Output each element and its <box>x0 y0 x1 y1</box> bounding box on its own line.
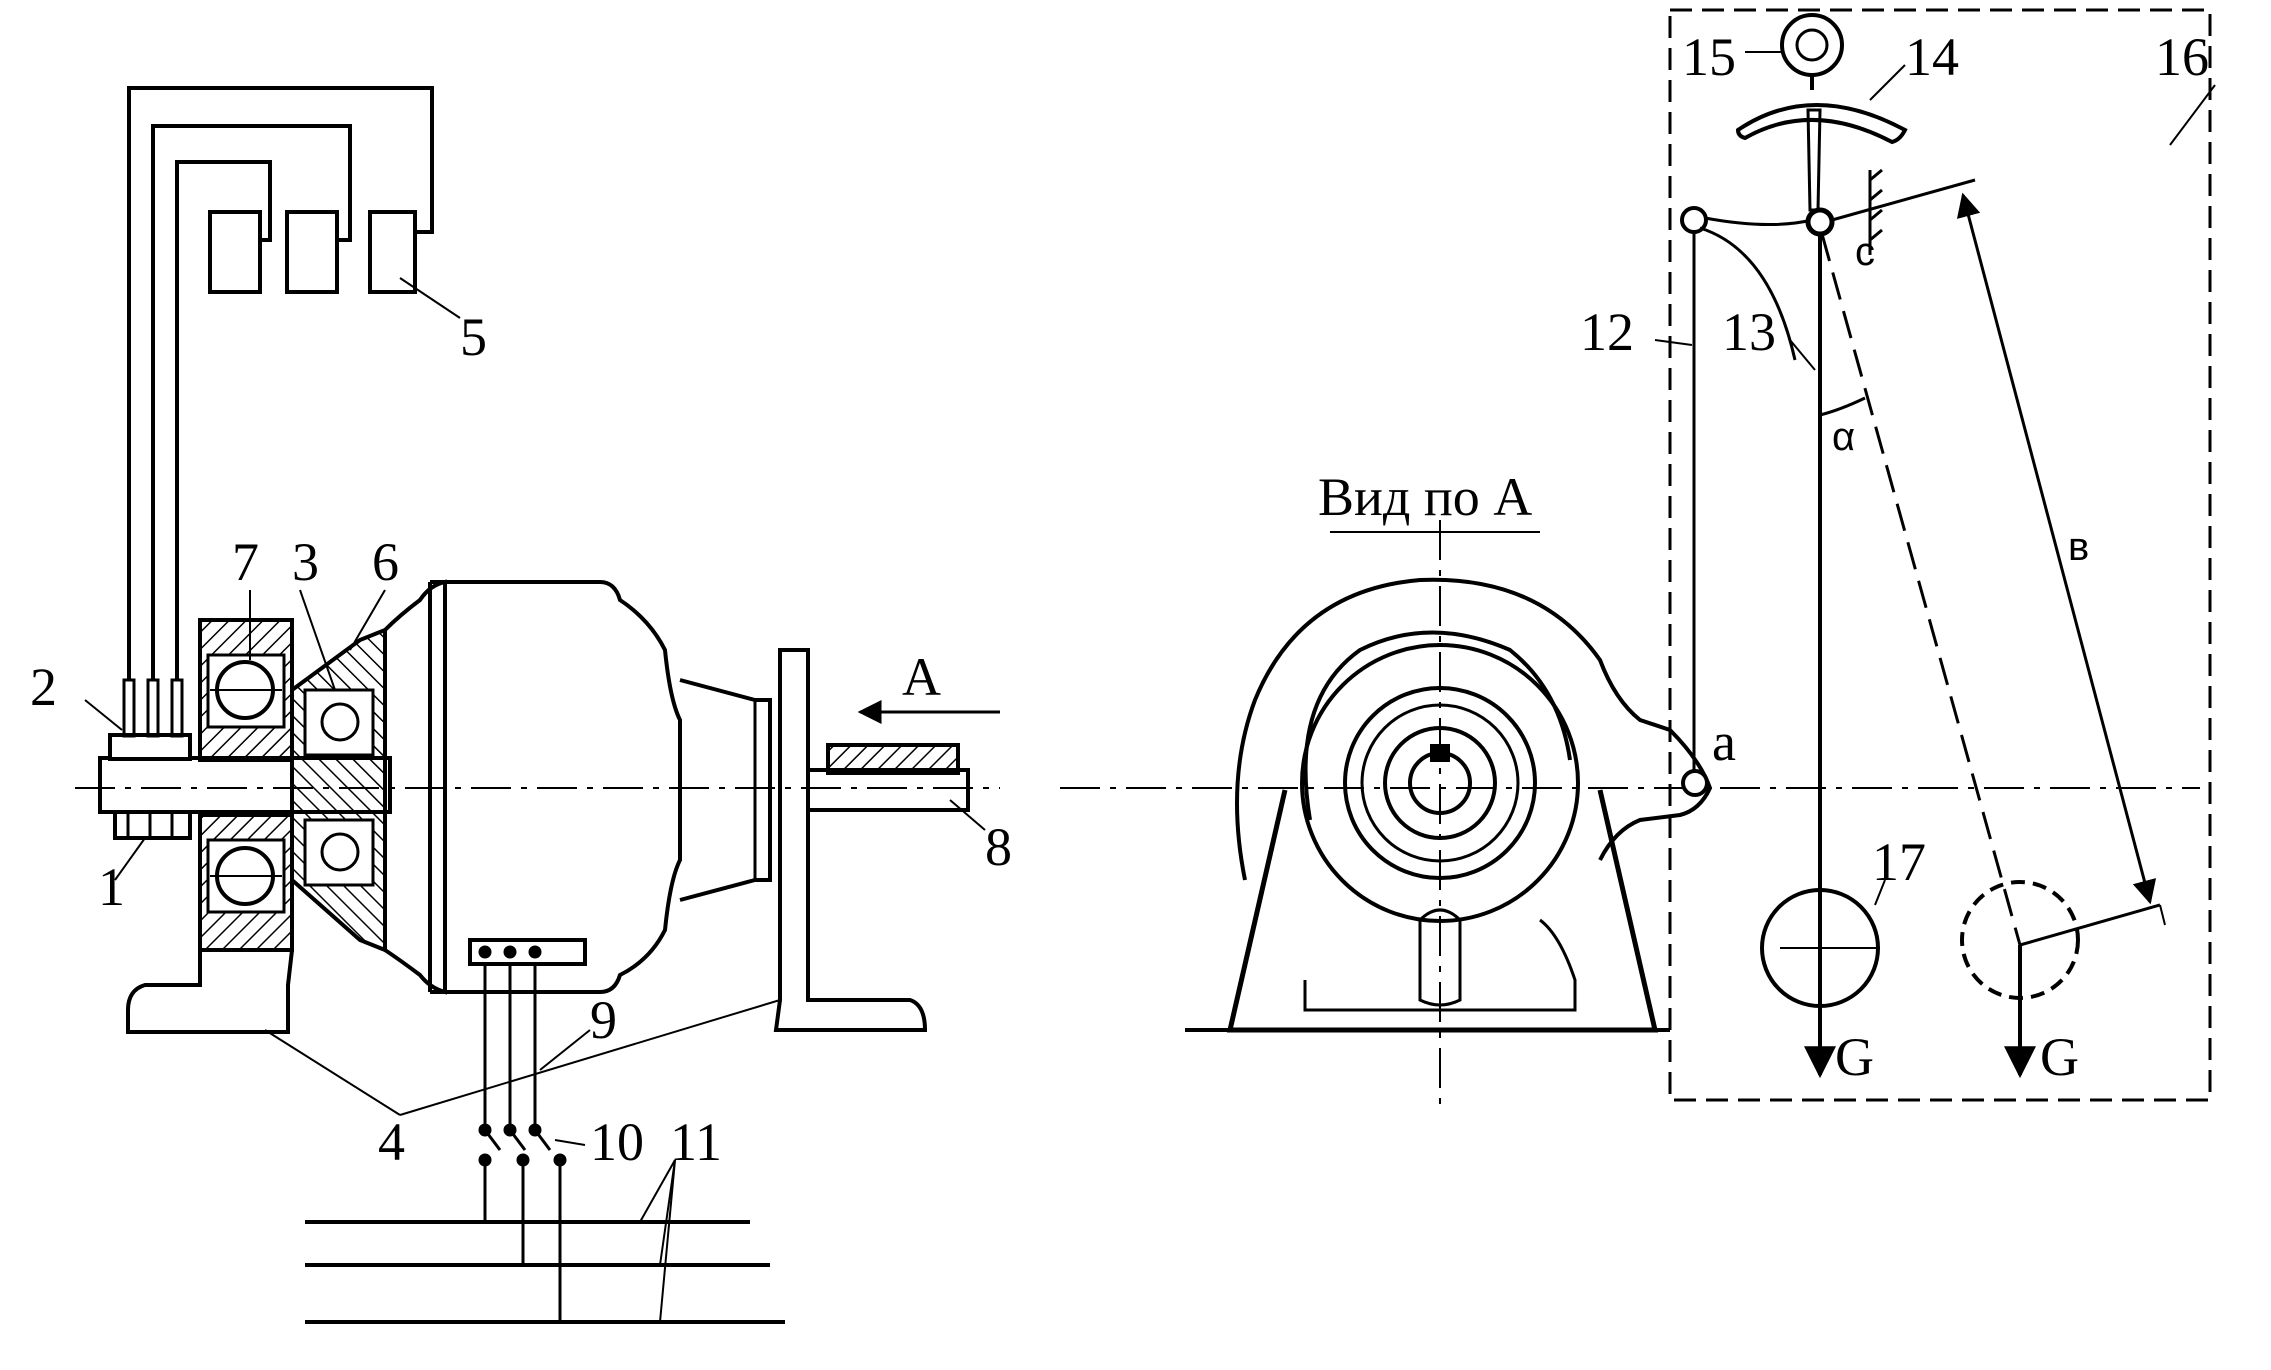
callout-7: 7 <box>232 532 259 592</box>
leader-6 <box>349 589 386 651</box>
callout-5: 5 <box>460 307 487 367</box>
end-view-ring-outer <box>1300 643 1580 923</box>
end-view-ring-mid <box>1343 686 1537 880</box>
force-label-2: G <box>2040 1027 2079 1087</box>
callout-14: 14 <box>1905 27 1959 87</box>
leader-11c <box>659 1159 676 1323</box>
leader-12 <box>1654 339 1693 346</box>
leader-11a <box>639 1159 676 1223</box>
motor-body <box>429 579 682 994</box>
callout-6: 6 <box>372 532 399 592</box>
pedestal-base-right <box>773 648 928 1032</box>
callout-16: 16 <box>2155 27 2209 87</box>
leader-5 <box>399 277 461 319</box>
leader-16 <box>2169 84 2216 146</box>
wire-2 <box>151 124 352 680</box>
scale-arc <box>1735 103 1908 145</box>
angle-label: α <box>1832 415 1855 459</box>
motor-assembly <box>75 86 1000 1324</box>
point-c: c <box>1855 230 1875 274</box>
end-view <box>1060 520 2200 1110</box>
callout-11: 11 <box>670 1112 722 1172</box>
callout-4: 4 <box>378 1112 405 1172</box>
callout-8: 8 <box>985 817 1012 877</box>
scale-stem <box>1806 108 1822 212</box>
leader-17 <box>1874 879 1886 906</box>
brush-1 <box>122 678 136 738</box>
resistor-3 <box>368 210 417 294</box>
leader-4a <box>264 1029 401 1116</box>
view-arrow-label: A <box>902 647 941 707</box>
callout-10: 10 <box>590 1112 644 1172</box>
pivot-c <box>1805 207 1835 237</box>
view-title: Вид по А <box>1318 467 1532 527</box>
resistor-2 <box>285 210 339 294</box>
leader-14 <box>1869 64 1906 101</box>
callout-17: 17 <box>1872 832 1926 892</box>
angle-arc <box>1819 396 1866 417</box>
wire-3 <box>175 160 272 680</box>
callout-2: 2 <box>30 657 57 717</box>
end-view-ring-inner <box>1383 726 1497 840</box>
flange-cone <box>290 627 387 953</box>
wire-1 <box>127 86 434 680</box>
brush-holder <box>113 810 192 840</box>
leader-4b <box>399 999 781 1116</box>
dimension-b <box>1956 192 2157 905</box>
leader-8 <box>949 799 986 831</box>
switch <box>478 1123 586 1322</box>
motor-rear-cone <box>679 678 772 902</box>
brush-2 <box>146 678 160 738</box>
leader-13 <box>1789 339 1816 371</box>
force-label-1: G <box>1835 1027 1874 1087</box>
leader-3 <box>299 589 336 691</box>
callout-1: 1 <box>98 857 125 917</box>
pedestal-base-left <box>126 949 294 1034</box>
rod-12-top-pivot <box>1680 206 1708 234</box>
terminal-box <box>468 938 587 966</box>
dimension-b-label: в <box>2068 525 2089 569</box>
shaft-key <box>826 743 960 775</box>
point-a: a <box>1712 712 1736 772</box>
leader-2 <box>84 699 123 731</box>
callout-9: 9 <box>590 990 617 1050</box>
output-shaft <box>806 768 970 812</box>
callout-13: 13 <box>1722 302 1776 362</box>
callout-12: 12 <box>1580 302 1634 362</box>
leader-1 <box>114 837 146 881</box>
callout-3: 3 <box>292 532 319 592</box>
leader-10 <box>554 1139 586 1146</box>
brush-3 <box>170 678 184 738</box>
leader-9 <box>539 1029 591 1071</box>
labels: 1 2 7 3 6 5 8 9 4 10 11 A Вид по А a 12 … <box>30 27 2209 1172</box>
pivot-a <box>1681 769 1709 797</box>
pendulum-frame <box>1668 8 2212 1102</box>
slip-ring-housing <box>108 733 192 761</box>
end-view-casing <box>1235 577 1713 881</box>
pendulum-mechanism <box>1654 8 2216 1102</box>
resistor-1 <box>208 210 262 294</box>
callout-15: 15 <box>1682 27 1736 87</box>
lamp <box>1780 13 1844 77</box>
